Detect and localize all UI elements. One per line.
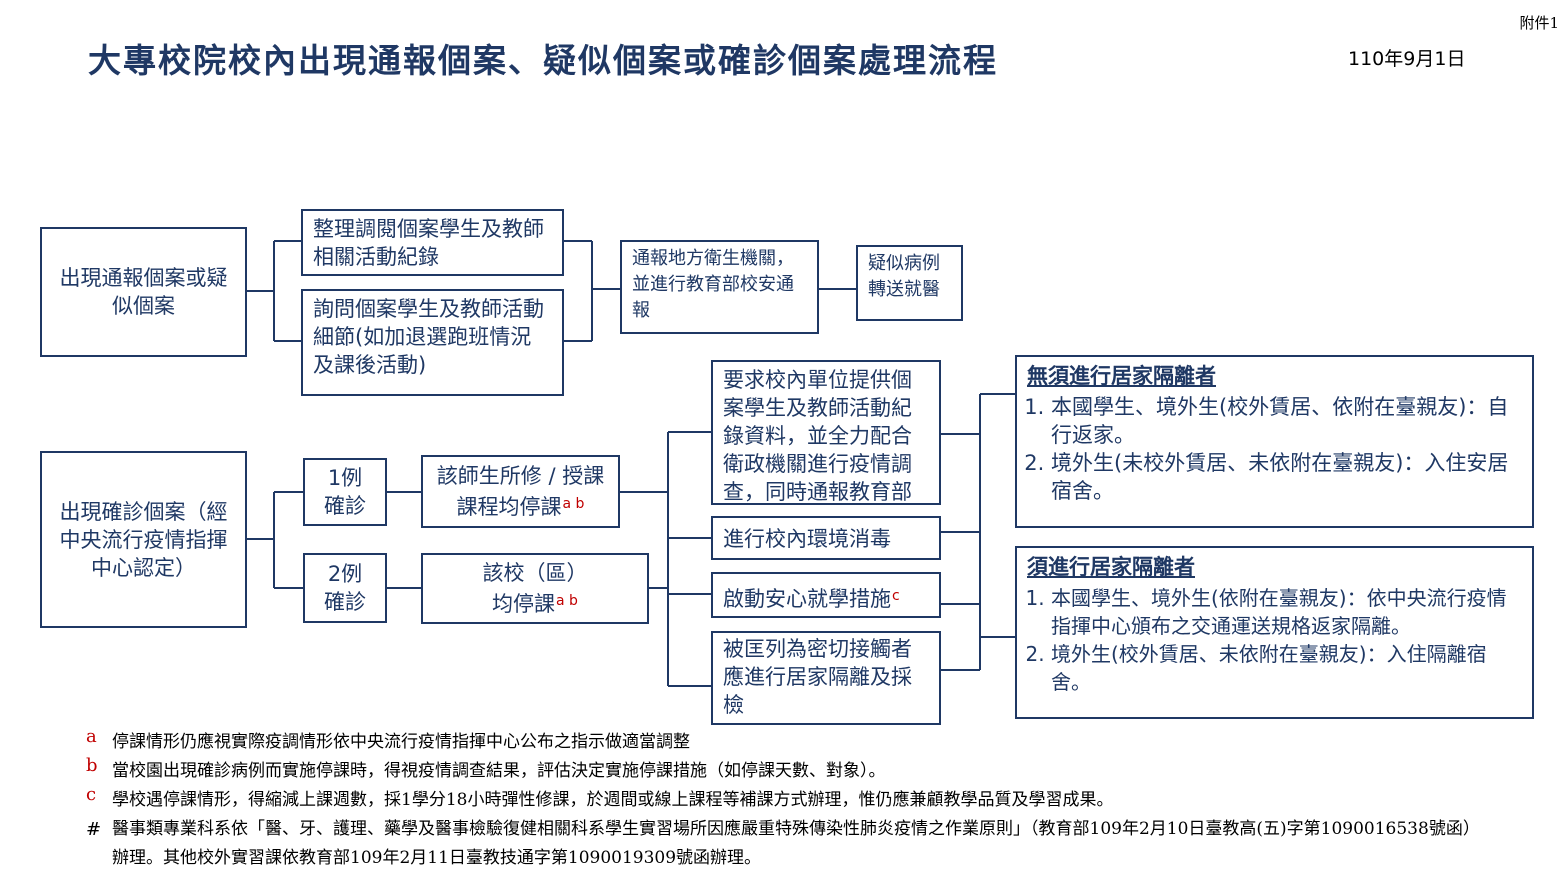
two-cases-text: 2例確診 — [324, 562, 366, 614]
suspend-school-box: 該校（區）均停課a b — [421, 553, 649, 624]
suspend-courses-box: 該師生所修 / 授課課程均停課a b — [421, 455, 620, 528]
notify-box: 通報地方衛生機關，並進行教育部校安通報 — [620, 240, 819, 334]
organize-records-box: 整理調閱個案學生及教師相關活動紀錄 — [301, 209, 564, 276]
no-quarantine-heading: 無須進行居家隔離者 — [1027, 364, 1216, 388]
quarantine-list: 本國學生、境外生(依附在臺親友)：依中央流行疫情指揮中心頒布之交通運送規格返家隔… — [1027, 584, 1522, 696]
suspend-school-ref: a b — [556, 593, 578, 609]
transfer-text: 疑似病例轉送就醫 — [868, 253, 940, 300]
confirmed-case-box: 出現確診個案（經中央流行疫情指揮中心認定） — [40, 451, 247, 628]
quarantine-item: 本國學生、境外生(依附在臺親友)：依中央流行疫情指揮中心頒布之交通運送規格返家隔… — [1051, 584, 1522, 640]
footnote-text: 停課情形仍應視實際疫調情形依中央流行疫情指揮中心公布之指示做適當調整 — [112, 732, 690, 752]
organize-records-text: 整理調閱個案學生及教師相關活動紀錄 — [313, 217, 544, 269]
quarantine-box: 須進行居家隔離者 本國學生、境外生(依附在臺親友)：依中央流行疫情指揮中心頒布之… — [1015, 546, 1534, 719]
footnote-mark: # — [86, 819, 102, 840]
footnote-mark: b — [86, 755, 98, 776]
footnote-row: a 停課情形仍應視實際疫調情形依中央流行疫情指揮中心公布之指示做適當調整 — [86, 726, 1492, 757]
one-case-text: 1例確診 — [324, 466, 366, 518]
footnote-text: 醫事類專業科系依「醫、牙、護理、藥學及醫事檢驗復健相關科系學生實習場所因應嚴重特… — [112, 819, 1480, 868]
no-quarantine-box: 無須進行居家隔離者 本國學生、境外生(校外賃居、依附在臺親友)：自行返家。 境外… — [1015, 355, 1534, 528]
page-title: 大專校院校內出現通報個案、疑似個案或確診個案處理流程 — [88, 41, 998, 80]
disinfect-box: 進行校內環境消毒 — [711, 516, 941, 560]
quarantine-item: 境外生(校外賃居、未依附在臺親友)：入住隔離宿舍。 — [1051, 640, 1522, 696]
quarantine-heading: 須進行居家隔離者 — [1027, 555, 1195, 579]
transfer-box: 疑似病例轉送就醫 — [856, 245, 963, 321]
disinfect-text: 進行校內環境消毒 — [723, 527, 891, 551]
close-contact-text: 被匡列為密切接觸者應進行居家隔離及採檢 — [723, 637, 912, 717]
suspend-school-text: 該校（區）均停課 — [482, 561, 588, 616]
date-label: 110年9月1日 — [1348, 48, 1466, 70]
suspend-courses-ref: a b — [562, 496, 585, 512]
request-units-box: 要求校內單位提供個案學生及教師活動紀錄資料，並全力配合衛政機關進行疫情調查，同時… — [711, 360, 941, 505]
ask-details-box: 詢問個案學生及教師活動細節(如加退選跑班情況及課後活動) — [301, 289, 564, 396]
two-cases-box: 2例確診 — [303, 553, 387, 623]
no-quarantine-item: 境外生(未校外賃居、未依附在臺親友)：入住安居宿舍。 — [1051, 449, 1522, 505]
no-quarantine-list: 本國學生、境外生(校外賃居、依附在臺親友)：自行返家。 境外生(未校外賃居、未依… — [1027, 393, 1522, 505]
footnote-mark: a — [86, 726, 97, 747]
safe-study-box: 啟動安心就學措施c — [711, 572, 941, 618]
confirmed-case-text: 出現確診個案（經中央流行疫情指揮中心認定） — [59, 499, 228, 580]
footnote-row: # 醫事類專業科系依「醫、牙、護理、藥學及醫事檢驗復健相關科系學生實習場所因應嚴… — [86, 815, 1492, 873]
footnote-row: c 學校遇停課情形，得縮減上課週數，採1學分18小時彈性修課，於週間或線上課程等… — [86, 784, 1492, 815]
ask-details-text: 詢問個案學生及教師活動細節(如加退選跑班情況及課後活動) — [313, 297, 544, 377]
no-quarantine-item: 本國學生、境外生(校外賃居、依附在臺親友)：自行返家。 — [1051, 393, 1522, 449]
safe-study-ref: c — [892, 588, 900, 604]
footnote-mark: c — [86, 784, 97, 805]
footnotes: a 停課情形仍應視實際疫調情形依中央流行疫情指揮中心公布之指示做適當調整 b 當… — [86, 726, 1492, 873]
suspect-case-text: 出現通報個案或疑似個案 — [59, 266, 228, 318]
suspect-case-box: 出現通報個案或疑似個案 — [40, 227, 247, 357]
request-units-text: 要求校內單位提供個案學生及教師活動紀錄資料，並全力配合衛政機關進行疫情調查，同時… — [723, 368, 912, 504]
footnote-row: b 當校園出現確診病例而實施停課時，得視疫情調查結果，評估決定實施停課措施（如停… — [86, 755, 1492, 786]
one-case-box: 1例確診 — [303, 458, 387, 526]
attachment-label: 附件1 — [1519, 14, 1559, 32]
suspend-courses-text: 該師生所修 / 授課課程均停課 — [436, 464, 605, 519]
notify-text: 通報地方衛生機關，並進行教育部校安通報 — [632, 248, 794, 321]
footnote-text: 學校遇停課情形，得縮減上課週數，採1學分18小時彈性修課，於週間或線上課程等補課… — [112, 790, 1114, 810]
footnote-text: 當校園出現確診病例而實施停課時，得視疫情調查結果，評估決定實施停課措施（如停課天… — [112, 761, 886, 781]
safe-study-text: 啟動安心就學措施 — [723, 587, 891, 611]
close-contact-box: 被匡列為密切接觸者應進行居家隔離及採檢 — [711, 631, 941, 725]
